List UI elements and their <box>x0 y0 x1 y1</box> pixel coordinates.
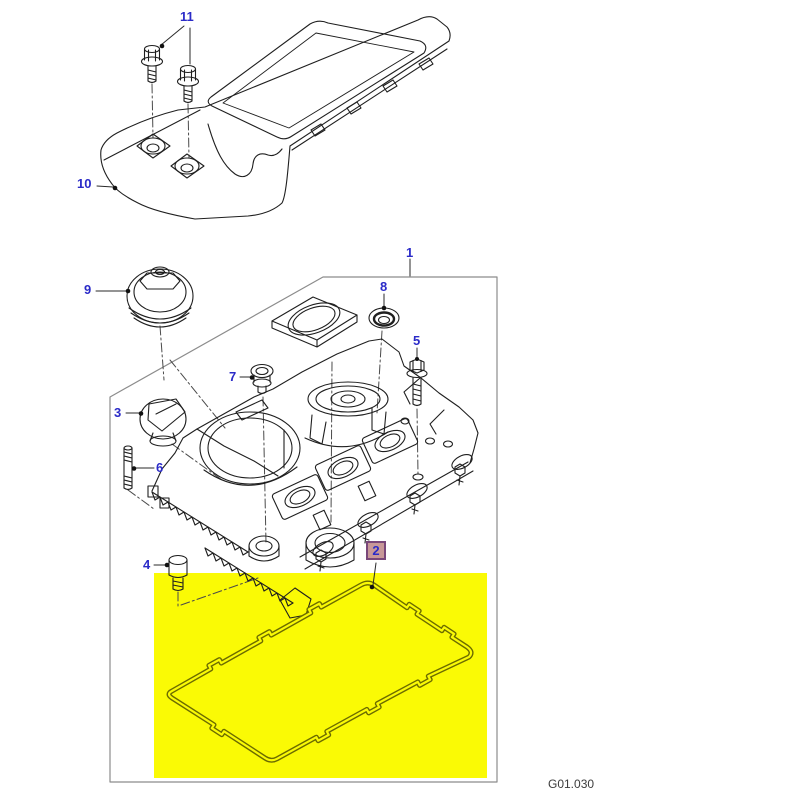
engine-cover-art <box>100 16 451 220</box>
callout-8[interactable]: 8 <box>380 279 388 294</box>
callout-1[interactable]: 1 <box>406 245 414 260</box>
cap-9-art <box>126 266 194 328</box>
callout-6[interactable]: 6 <box>156 460 164 475</box>
leader-dots <box>112 43 419 590</box>
bolt-11b-art <box>176 64 200 104</box>
assembly-box <box>109 276 498 783</box>
center-lines <box>127 83 419 607</box>
bolt-7-art <box>250 363 274 395</box>
callout-5[interactable]: 5 <box>413 333 421 348</box>
seal-8-art <box>368 307 400 329</box>
leader-lines <box>95 25 418 586</box>
camshaft-cover-art <box>147 296 479 619</box>
bolt-11a-art <box>140 44 164 84</box>
stud-6-art <box>123 445 133 491</box>
callout-4[interactable]: 4 <box>143 557 151 572</box>
flange-studs <box>315 463 466 572</box>
callout-2-selected[interactable]: 2 <box>366 541 386 560</box>
cap-3-art <box>139 398 187 447</box>
callout-10[interactable]: 10 <box>77 176 92 191</box>
callout-7[interactable]: 7 <box>229 369 237 384</box>
callout-11[interactable]: 11 <box>180 9 194 24</box>
plug-4-art <box>168 554 188 592</box>
bolt-5-art <box>406 358 428 481</box>
figure-code-label: G01.030 <box>548 777 595 791</box>
gasket-art <box>166 580 474 763</box>
callout-3[interactable]: 3 <box>114 405 122 420</box>
callout-9[interactable]: 9 <box>84 282 92 297</box>
